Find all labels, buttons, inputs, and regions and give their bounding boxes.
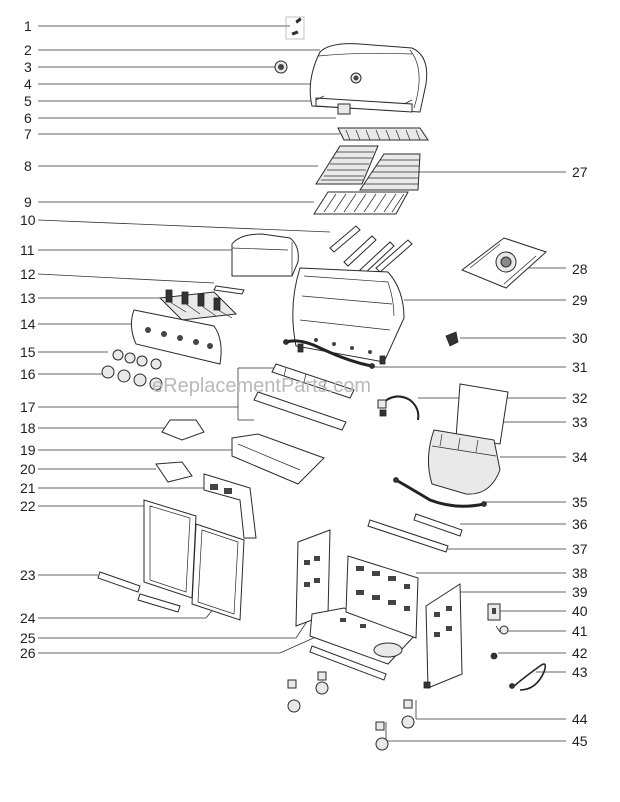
callout-37: 37 (572, 541, 588, 557)
callout-6: 6 (24, 110, 32, 126)
callout-4: 4 (24, 76, 32, 92)
callout-28: 28 (572, 261, 588, 277)
callout-10: 10 (20, 212, 36, 228)
part-doors (143, 499, 245, 621)
part-rail-36 (413, 513, 463, 537)
callout-20: 20 (20, 461, 36, 477)
callout-22: 22 (20, 498, 36, 514)
part-side-burner (461, 237, 547, 289)
callout-1: 1 (24, 18, 32, 34)
part-door-handles (97, 571, 181, 613)
part-nut (490, 652, 498, 660)
callout-26: 26 (20, 645, 36, 661)
callout-7: 7 (24, 126, 32, 142)
callout-17: 17 (20, 399, 36, 415)
callout-29: 29 (572, 292, 588, 308)
part-crossover-tube (283, 339, 375, 369)
part-cooking-grids (315, 145, 421, 191)
part-lid (309, 43, 428, 115)
part-thermometer (274, 60, 288, 74)
part-warming-rack (337, 127, 429, 141)
part-right-panel (423, 583, 463, 689)
part-burner-tubes (329, 225, 413, 275)
part-igniter-button (495, 625, 509, 635)
callout-14: 14 (20, 316, 36, 332)
part-rail-37 (367, 519, 449, 553)
callout-31: 31 (572, 359, 588, 375)
part-wiring (509, 663, 547, 691)
callout-24: 24 (20, 610, 36, 626)
part-igniter (487, 603, 501, 621)
part-knobs (101, 365, 163, 391)
callout-23: 23 (20, 567, 36, 583)
part-bottom-tray (231, 433, 325, 485)
part-flavorizer-bars (313, 191, 409, 215)
part-heat-deflectors (253, 363, 355, 431)
part-hose-35 (393, 477, 487, 508)
callout-8: 8 (24, 158, 32, 174)
part-lower-rail (309, 645, 387, 681)
callout-40: 40 (572, 603, 588, 619)
watermark: eReplacementParts.com (152, 375, 371, 397)
part-bracket-12 (213, 285, 245, 295)
callout-30: 30 (572, 330, 588, 346)
callout-3: 3 (24, 59, 32, 75)
part-valves (158, 289, 238, 321)
callout-36: 36 (572, 516, 588, 532)
callout-21: 21 (20, 480, 36, 496)
callouts-right: 27 28 29 30 31 32 33 34 35 36 37 38 39 4… (572, 164, 588, 749)
callout-18: 18 (20, 420, 36, 436)
part-cookbox (292, 267, 405, 365)
callout-32: 32 (572, 390, 588, 406)
part-side-burner-lid (231, 233, 299, 277)
callout-39: 39 (572, 584, 588, 600)
part-clip (445, 331, 459, 347)
part-casters (287, 671, 415, 751)
part-screws (285, 16, 305, 40)
callout-11: 11 (20, 242, 35, 258)
part-side-bracket (203, 473, 257, 539)
callout-44: 44 (572, 711, 588, 727)
callout-13: 13 (20, 290, 36, 306)
callout-12: 12 (20, 266, 36, 282)
callout-43: 43 (572, 664, 588, 680)
leader-lines (37, 25, 566, 742)
callout-5: 5 (24, 93, 32, 109)
part-bezels (112, 349, 162, 370)
part-side-burner-housing (428, 383, 509, 495)
callouts-left: 1 2 3 4 5 6 7 8 9 10 11 12 13 14 15 16 1… (20, 18, 36, 661)
callout-27: 27 (572, 164, 588, 180)
callout-9: 9 (24, 194, 32, 210)
callout-38: 38 (572, 565, 588, 581)
part-control-panel (130, 309, 222, 365)
callout-45: 45 (572, 733, 588, 749)
callout-19: 19 (20, 442, 36, 458)
callout-34: 34 (572, 449, 588, 465)
callout-35: 35 (572, 494, 588, 510)
part-drip-pan (155, 461, 193, 483)
callout-42: 42 (572, 645, 588, 661)
callout-33: 33 (572, 414, 588, 430)
part-back-panel (345, 555, 419, 639)
part-igniter-wire (377, 395, 420, 421)
callout-15: 15 (20, 344, 36, 360)
callout-2: 2 (24, 42, 32, 58)
part-catch-pan-small (161, 419, 205, 441)
callout-41: 41 (572, 623, 588, 639)
part-bottom-shelf (309, 607, 417, 665)
callout-16: 16 (20, 366, 36, 382)
callout-25: 25 (20, 630, 36, 646)
